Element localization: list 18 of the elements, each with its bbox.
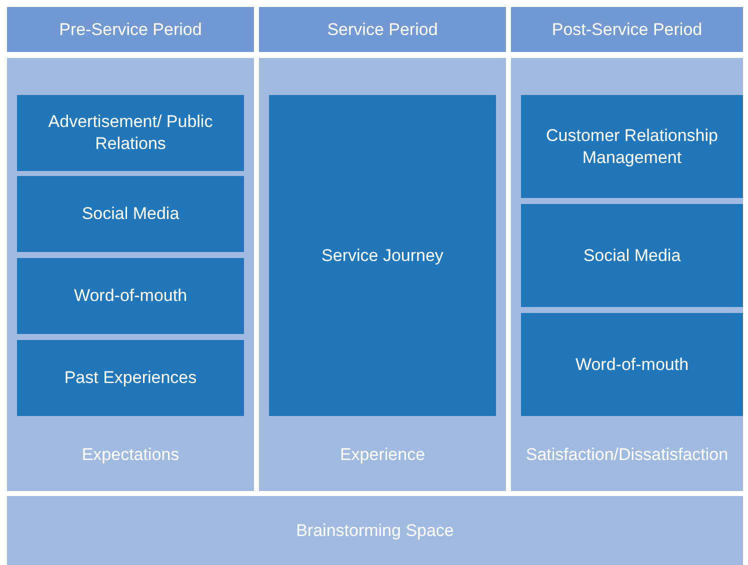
column-panel xyxy=(511,58,743,491)
category-box: Past Experiences xyxy=(17,340,244,416)
brainstorming-band: Brainstorming Space xyxy=(7,496,743,565)
category-box: Social Media xyxy=(521,204,743,307)
category-box: Customer Relationship Management xyxy=(521,95,743,198)
category-box: Word-of-mouth xyxy=(17,258,244,334)
column-panel xyxy=(7,58,254,491)
category-box: Social Media xyxy=(17,176,244,252)
stage-outcome-label: Experience xyxy=(338,444,426,466)
stage-outcome-label: Satisfaction/Dissatisfaction xyxy=(524,444,730,466)
period-header: Post-Service Period xyxy=(511,7,743,52)
category-box: Word-of-mouth xyxy=(521,313,743,416)
stage-outcome-label: Expectations xyxy=(80,444,180,466)
category-box: Service Journey xyxy=(269,95,496,416)
category-box: Advertisement/ Public Relations xyxy=(17,95,244,171)
column-panel xyxy=(259,58,506,491)
period-header: Pre-Service Period xyxy=(7,7,254,52)
period-header: Service Period xyxy=(259,7,506,52)
